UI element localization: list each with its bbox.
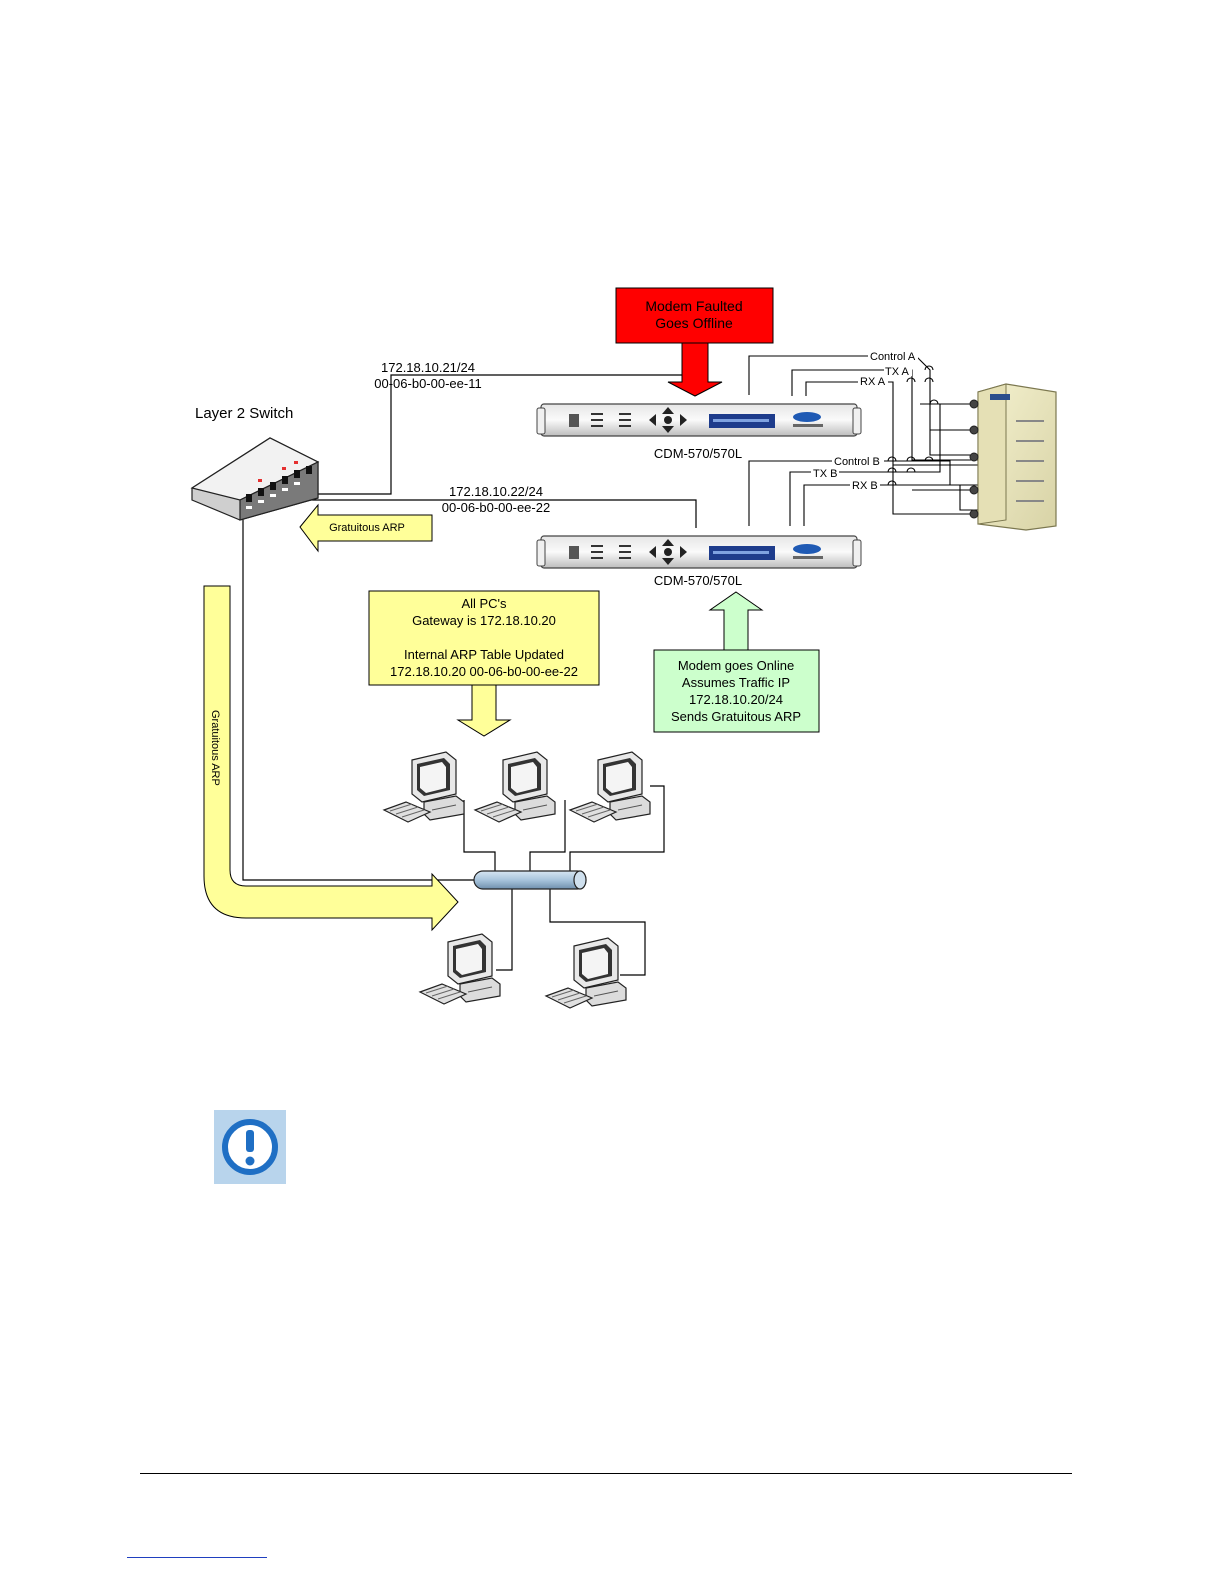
callout-faulted-line2: Goes Offline: [655, 315, 733, 331]
garp-left-label: Gratuitous ARP: [329, 522, 405, 534]
rx-a-label: RX A: [860, 376, 886, 388]
control-b-label: Control B: [834, 456, 880, 468]
modem-b-mac: 00-06-b0-00-ee-22: [442, 500, 550, 515]
modem-a-mac: 00-06-b0-00-ee-11: [374, 376, 481, 391]
control-a-label: Control A: [870, 351, 916, 363]
tx-a-label: TX A: [885, 366, 910, 378]
callout-online-line2: Assumes Traffic IP: [682, 675, 790, 690]
callout-gateway-line3: Internal ARP Table Updated: [404, 647, 564, 662]
ethernet-hub-icon: [473, 870, 587, 890]
callout-faulted: Modem Faulted Goes Offline: [615, 287, 774, 397]
switch-label: Layer 2 Switch: [195, 405, 293, 422]
callout-gateway: All PC's Gateway is 172.18.10.20 Interna…: [368, 590, 600, 737]
garp-arrow-bent: Gratuitous ARP: [203, 585, 459, 932]
pc-3: [569, 751, 651, 823]
modem-b-ip: 172.18.10.22/24: [449, 484, 543, 499]
cable-labels: Control A TX A RX A Control B TX B RX B: [811, 349, 918, 492]
modem-b: [536, 535, 862, 569]
callout-online-line1: Modem goes Online: [678, 658, 794, 673]
callout-faulted-line1: Modem Faulted: [645, 298, 742, 314]
tx-b-label: TX B: [813, 468, 837, 480]
footer-rule: [140, 1473, 1072, 1474]
redundancy-cabling: [748, 355, 978, 526]
pc-1: [383, 751, 465, 823]
layer2-switch: [190, 437, 320, 521]
modem-b-label: CDM-570/570L: [654, 573, 742, 588]
pc-4: [419, 933, 501, 1005]
redundancy-switch-icon: [969, 383, 1057, 531]
rx-b-label: RX B: [852, 480, 878, 492]
callout-online-line3: 172.18.10.20/24: [689, 692, 783, 707]
pc-2: [474, 751, 556, 823]
callout-online-line4: Sends Gratuitous ARP: [671, 709, 801, 724]
footer-link-underline: [127, 1557, 267, 1558]
callout-gateway-line4: 172.18.10.20 00-06-b0-00-ee-22: [390, 664, 578, 679]
exclamation-icon: [214, 1110, 286, 1184]
modem-a: [536, 403, 862, 437]
garp-vertical-label: Gratuitous ARP: [209, 710, 221, 786]
callout-gateway-line2: Gateway is 172.18.10.20: [412, 613, 556, 628]
callout-online: Modem goes Online Assumes Traffic IP 172…: [653, 591, 820, 733]
callout-gateway-line1: All PC's: [461, 596, 507, 611]
modem-a-label: CDM-570/570L: [654, 446, 742, 461]
pc-5: [545, 937, 627, 1009]
modem-a-ip: 172.18.10.21/24: [381, 360, 475, 375]
garp-arrow-left: Gratuitous ARP: [299, 503, 433, 553]
